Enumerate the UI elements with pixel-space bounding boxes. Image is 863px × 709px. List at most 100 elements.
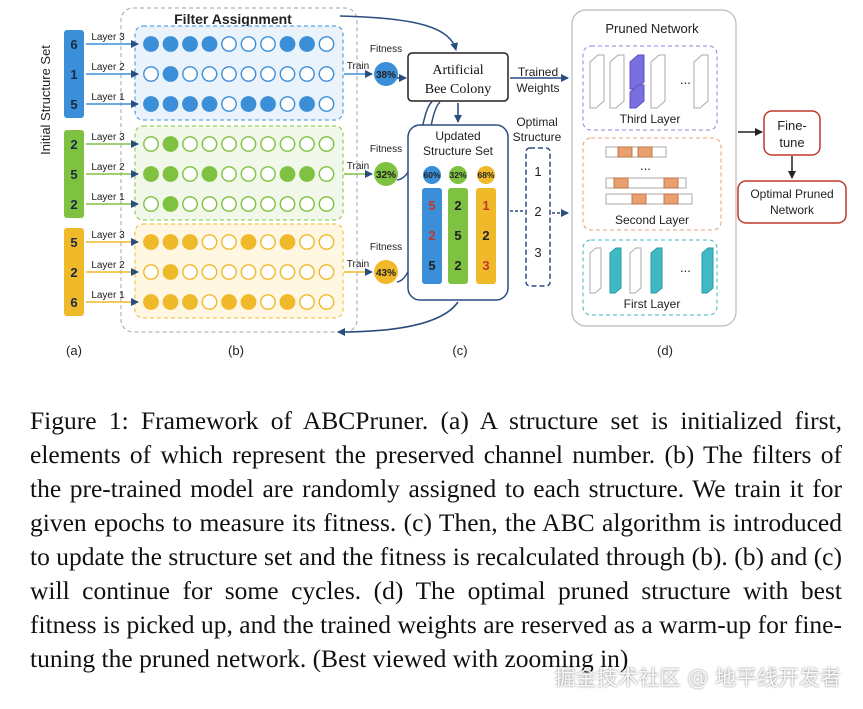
filter-circle (182, 196, 198, 212)
filter-circle (240, 136, 257, 152)
filter-circle (279, 196, 296, 212)
filter-circle (260, 234, 276, 250)
structure-value: 2 (70, 137, 77, 152)
filter-circle (221, 234, 237, 250)
finetune-line1: Fine- (777, 118, 807, 133)
filter-circle (143, 196, 159, 212)
filter-circle (201, 166, 218, 182)
initial-structure-set-label: Initial Structure Set (38, 45, 53, 155)
filter-circle (240, 66, 257, 82)
filter-circle (162, 234, 179, 250)
filter-circle (221, 66, 237, 82)
filter-circle (182, 166, 198, 182)
second-layer-filters (605, 146, 693, 205)
finetune-box (763, 110, 821, 156)
filter-circle (318, 234, 335, 250)
filter-circle (279, 264, 296, 280)
filter-circle (299, 166, 315, 182)
optimal-pruned-line1: Optimal Pruned (750, 187, 833, 201)
filter-circle (162, 294, 179, 310)
structure-value: 5 (70, 167, 77, 182)
filter-circle (143, 166, 159, 182)
third-layer-label: Third Layer (620, 112, 681, 126)
filter-circle (143, 36, 159, 52)
filter-circle (299, 234, 315, 250)
structure-value: 5 (70, 235, 77, 250)
filter-circle (299, 66, 315, 82)
updated-fitness-circle (477, 166, 495, 184)
first-layer-box (582, 239, 718, 316)
filter-circle (182, 294, 198, 310)
structure-value: 2 (70, 265, 77, 280)
filter-circle (240, 36, 257, 52)
updated-fitness-circle (449, 166, 467, 184)
layer-label: Layer 3 (91, 132, 125, 143)
filter-circle (299, 36, 315, 52)
filter-circle (143, 96, 159, 112)
fitness-value: 32% (376, 170, 396, 181)
structure-value: 5 (70, 97, 77, 112)
fitness-circle (374, 260, 398, 284)
filter-circle (260, 166, 276, 182)
structure-column-3 (64, 228, 84, 316)
first-layer-label: First Layer (624, 297, 681, 311)
abc-line1: Artificial (432, 63, 483, 78)
filter-circle (221, 36, 237, 52)
structure-value: 2 (70, 197, 77, 212)
filter-circle (260, 66, 276, 82)
structure-value: 6 (70, 295, 77, 310)
optimal-structure-box (525, 147, 551, 287)
updated-fitness-value: 60% (423, 170, 440, 180)
filter-circle (279, 96, 296, 112)
filter-circle (260, 136, 276, 152)
updated-fitness-circle (423, 166, 441, 184)
filter-circle (221, 136, 237, 152)
filter-circle (182, 234, 198, 250)
filter-circle (182, 264, 198, 280)
filter-circle (279, 234, 296, 250)
filter-circle (260, 96, 276, 112)
filter-circle (221, 166, 237, 182)
filter-circle (279, 294, 296, 310)
trained-line1: Trained (518, 65, 558, 79)
filter-circle (221, 196, 237, 212)
watermark: 掘金技术社区 @ 地平线开发者 (554, 666, 841, 690)
filter-circle (162, 36, 179, 52)
filter-circle (299, 96, 315, 112)
filter-circle (201, 294, 218, 310)
filter-circle (143, 234, 159, 250)
updated-column-2 (448, 188, 468, 284)
filter-circle (240, 294, 257, 310)
updated-value: 5 (454, 228, 461, 243)
updated-column-3 (476, 188, 496, 284)
fitness-value: 43% (376, 268, 396, 279)
filter-circle (279, 166, 296, 182)
filter-circle (182, 136, 198, 152)
structure-value: 1 (70, 67, 77, 82)
filter-assignment-box (120, 7, 358, 333)
filter-circle (299, 136, 315, 152)
trained-line2: Weights (516, 81, 559, 95)
panel-label-d: (d) (657, 343, 673, 358)
updated-value: 5 (428, 198, 435, 213)
layer-label: Layer 2 (91, 162, 125, 173)
optimal-line1: Optimal (516, 115, 557, 129)
filter-circle (182, 96, 198, 112)
optimal-value-1: 1 (534, 164, 541, 179)
first-layer-ellipsis: ... (680, 260, 691, 275)
updated-value: 2 (454, 198, 461, 213)
panel-label-a: (a) (66, 343, 82, 358)
train-label: Train (347, 259, 369, 270)
updated-value: 2 (454, 258, 461, 273)
filter-circle (260, 196, 276, 212)
structure-column-1 (64, 30, 84, 118)
filter-circle (162, 196, 179, 212)
filter-circle (279, 66, 296, 82)
train-label: Train (347, 61, 369, 72)
structure-value: 6 (70, 37, 77, 52)
fitness-label: Fitness (370, 44, 402, 55)
filter-circle (143, 136, 159, 152)
updated-line2: Structure Set (423, 144, 494, 158)
layer-label: Layer 3 (91, 230, 125, 241)
filter-circle (201, 66, 218, 82)
